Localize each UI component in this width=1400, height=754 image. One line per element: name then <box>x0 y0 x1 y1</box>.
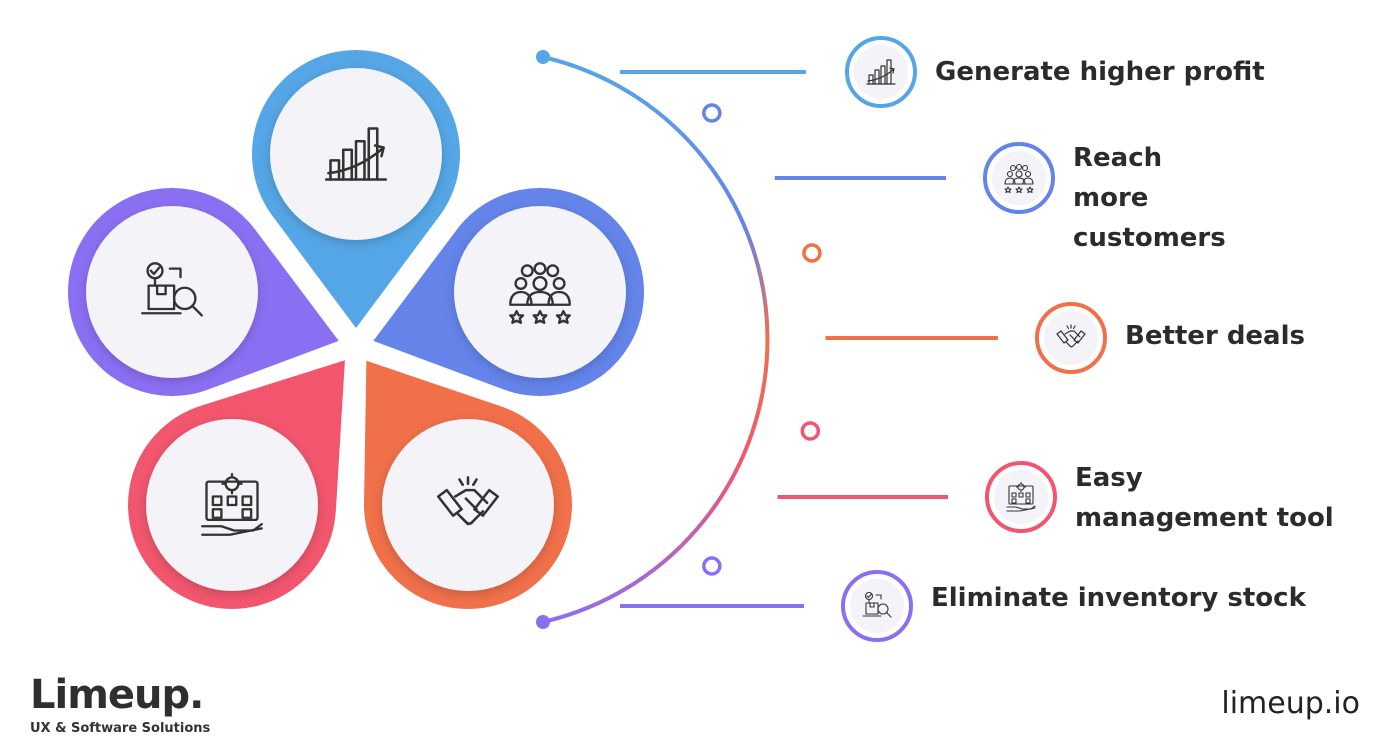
benefit-icon-bg <box>850 579 904 633</box>
petal-management-building <box>128 360 345 609</box>
benefit-arc <box>542 55 770 624</box>
brand-block: Limeup. UX & Software Solutions <box>30 672 210 738</box>
benefit-label: Eliminate inventory stock <box>931 583 1306 613</box>
benefit-label: Better deals <box>1125 321 1305 351</box>
benefit-icon-badge <box>983 142 1055 214</box>
site-url: limeup.io <box>1221 686 1360 721</box>
arc-end-dot <box>536 50 550 64</box>
benefit-connectors <box>536 50 998 629</box>
benefit-icon-badge <box>1035 302 1107 374</box>
arc-ring-marker <box>702 556 722 576</box>
arc-end-dot <box>536 615 550 629</box>
benefit-icon-badge <box>841 570 913 642</box>
petal-inner-circle <box>86 206 258 378</box>
arc-ring-marker <box>800 421 821 441</box>
petal-flower <box>68 50 645 610</box>
benefit-label: Reach more customers <box>1073 143 1226 253</box>
benefit-icon-bg <box>1044 311 1098 365</box>
petal-inner-circle <box>382 419 554 591</box>
arc-ring-marker <box>702 103 722 123</box>
benefit-icon-list <box>841 36 1107 642</box>
benefit-label: Generate higher profit <box>935 57 1265 87</box>
petal-customers-rating <box>373 188 645 396</box>
benefit-label: Easy management tool <box>1075 463 1334 533</box>
petal-bar-chart-growth <box>252 50 460 329</box>
arc-ring-marker <box>802 243 822 263</box>
brand-tagline: UX & Software Solutions <box>30 721 211 736</box>
benefit-icon-badge <box>985 461 1057 533</box>
petal-inventory-search <box>68 188 339 396</box>
benefit-icon-badge <box>845 36 917 108</box>
petal-handshake <box>364 360 572 610</box>
brand-logo: Limeup. <box>30 672 204 718</box>
